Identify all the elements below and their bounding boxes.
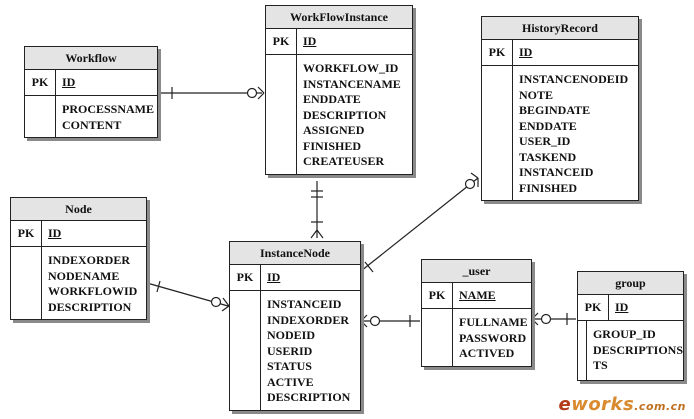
field: NODEID (267, 328, 316, 342)
field: USERID (267, 343, 313, 358)
primary-key-row: PK NAME (422, 283, 531, 309)
field: TS (592, 358, 608, 372)
field: NOTE (519, 87, 554, 102)
field: GROUP_ID (592, 327, 656, 341)
pk-label: PK (422, 283, 453, 308)
pk-label: PK (482, 40, 513, 65)
connector-instancenode-historyrecord (360, 172, 479, 273)
field: PASSWORD (459, 330, 527, 345)
field: INDEXORDER (267, 312, 350, 327)
connector-instancenode-user (360, 314, 420, 328)
pk-field: ID (303, 34, 317, 48)
entity-title: group (578, 272, 683, 295)
field-list: PROCESSNAME CONTENT (25, 96, 157, 137)
field: CREATEUSER (303, 154, 385, 168)
connector-user-group (531, 312, 576, 326)
entity-historyrecord[interactable]: HistoryRecord PK ID INSTANCENODEID NOTE … (481, 16, 639, 201)
entity-user[interactable]: _user PK NAME FULLNAME PASSWORD ACTIVED (421, 259, 532, 367)
field: ACTIVED (459, 346, 515, 360)
entity-title: Workflow (25, 47, 157, 70)
field: USER_ID (519, 134, 571, 148)
field: ENDDATE (519, 118, 577, 133)
pk-field: ID (48, 226, 62, 240)
field: INDEXORDER (48, 253, 131, 267)
field-list: INSTANCEID INDEXORDER NODEID USERID STAT… (230, 291, 360, 410)
connector-workflow-workflowinstance (158, 86, 265, 100)
primary-key-row: PK ID (25, 70, 157, 96)
field: STATUS (267, 359, 312, 373)
entity-workflow[interactable]: Workflow PK ID PROCESSNAME CONTENT (24, 46, 158, 138)
field: FINISHED (303, 138, 362, 153)
field-list: WORKFLOW_ID INSTANCENAME ENDDATE DESCRIP… (266, 55, 412, 174)
field: DESCRIPTION (267, 390, 351, 404)
field: DESCRIPTION (48, 299, 132, 314)
entity-title: WorkFlowInstance (266, 6, 412, 29)
entity-node[interactable]: Node PK ID INDEXORDER NODENAME WORKFLOWI… (10, 197, 147, 320)
entity-title: InstanceNode (230, 242, 360, 265)
pk-field: ID (519, 45, 533, 59)
field-list: INDEXORDER NODENAME WORKFLOWID DESCRIPTI… (11, 247, 146, 319)
pk-field: NAME (459, 288, 496, 302)
field: INSTANCENODEID (519, 72, 629, 86)
field: TASKEND (519, 149, 577, 164)
pk-label: PK (578, 295, 609, 320)
primary-key-row: PK ID (266, 29, 412, 55)
entity-group[interactable]: group PK ID GROUP_ID DESCRIPTIONS TS (577, 271, 684, 381)
entity-title: Node (11, 198, 146, 221)
field: DESCRIPTION (303, 107, 387, 122)
pk-field: ID (615, 300, 629, 314)
field: INSTANCEID (519, 165, 594, 179)
entity-title: _user (422, 260, 531, 283)
field-list: INSTANCENODEID NOTE BEGINDATE ENDDATE US… (482, 66, 638, 200)
connector-workflowinstance-instancenode (310, 181, 324, 239)
field: ASSIGNED (303, 123, 365, 137)
entity-workflowinstance[interactable]: WorkFlowInstance PK ID WORKFLOW_ID INSTA… (265, 5, 413, 175)
field: WORKFLOWID (48, 284, 138, 298)
pk-label: PK (11, 221, 42, 246)
field: WORKFLOW_ID (303, 61, 399, 75)
entity-instancenode[interactable]: InstanceNode PK ID INSTANCEID INDEXORDER… (229, 241, 361, 411)
field: FULLNAME (459, 315, 528, 329)
eworks-watermark-logo: eworks.com.cn (558, 394, 686, 415)
field: INSTANCENAME (303, 76, 401, 91)
field: PROCESSNAME (62, 102, 155, 116)
primary-key-row: PK ID (482, 40, 638, 66)
field: ENDDATE (303, 92, 361, 106)
field: NODENAME (48, 268, 120, 283)
pk-label: PK (25, 70, 56, 95)
pk-field: ID (62, 75, 76, 89)
primary-key-row: PK ID (578, 295, 683, 321)
field: FINISHED (519, 180, 578, 195)
connector-node-instancenode (146, 280, 230, 312)
field-list: GROUP_ID DESCRIPTIONS TS (578, 321, 683, 380)
field: ACTIVE (267, 374, 314, 389)
pk-label: PK (230, 265, 261, 290)
field: DESCRIPTIONS (592, 342, 683, 357)
entity-title: HistoryRecord (482, 17, 638, 40)
primary-key-row: PK ID (230, 265, 360, 291)
primary-key-row: PK ID (11, 221, 146, 247)
pk-label: PK (266, 29, 297, 54)
pk-field: ID (267, 270, 281, 284)
field: BEGINDATE (519, 103, 591, 117)
field-list: FULLNAME PASSWORD ACTIVED (422, 309, 531, 366)
field: CONTENT (62, 117, 122, 132)
field: INSTANCEID (267, 297, 342, 311)
